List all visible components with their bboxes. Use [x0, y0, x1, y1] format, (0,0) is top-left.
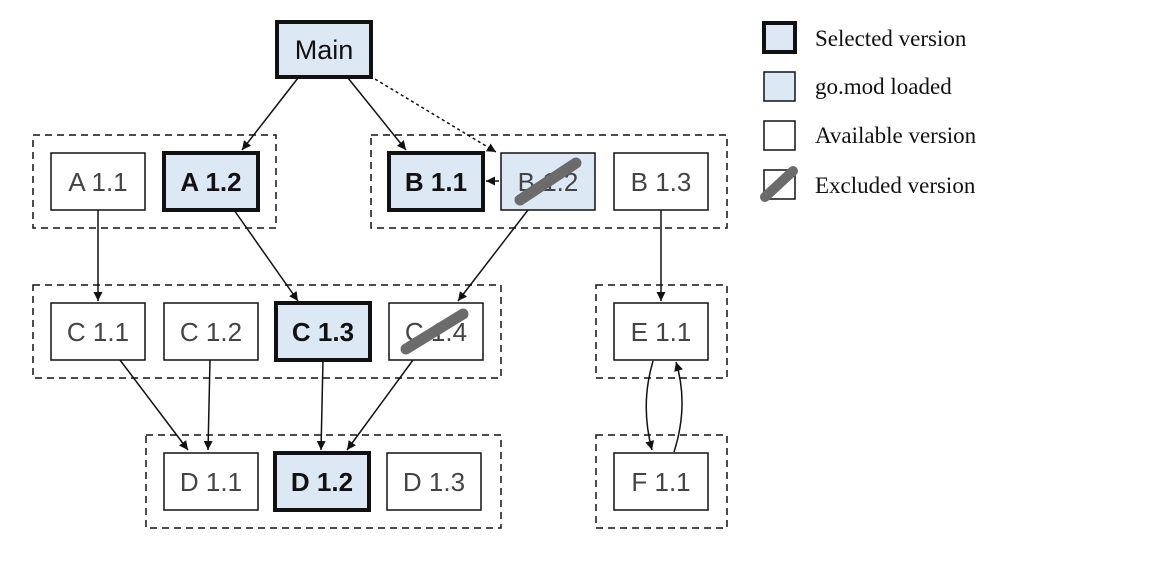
- node-e11: E 1.1: [613, 302, 709, 361]
- node-d13-label: D 1.3: [403, 467, 465, 497]
- node-c12-label: C 1.2: [180, 317, 242, 347]
- legend-available-label: Available version: [815, 123, 977, 148]
- node-d11: D 1.1: [163, 452, 259, 511]
- legend-available: Available version: [763, 120, 977, 151]
- node-a12: A 1.2: [162, 151, 260, 212]
- edge-a12-c13: [233, 209, 299, 302]
- node-a12-label: A 1.2: [180, 167, 241, 197]
- group-a: [32, 134, 277, 229]
- legend-excluded: Excluded version: [760, 166, 976, 202]
- node-c13-label: C 1.3: [292, 317, 354, 347]
- edge-f11-e11: [673, 361, 683, 453]
- node-d12-label: D 1.2: [291, 467, 353, 497]
- node-e11-label: E 1.1: [631, 317, 692, 347]
- node-b11: B 1.1: [387, 151, 485, 212]
- legend-loaded-label: go.mod loaded: [815, 74, 952, 99]
- node-main: Main: [275, 20, 373, 79]
- node-d12: D 1.2: [273, 451, 371, 512]
- node-a11-label: A 1.1: [68, 167, 127, 197]
- excluded-strike-b12: [514, 157, 582, 206]
- legend-selected: Selected version: [762, 21, 967, 54]
- legend-excluded-label: Excluded version: [815, 173, 976, 198]
- edge-main-a12: [241, 77, 299, 151]
- edge-e11-f11: [645, 360, 655, 451]
- edge-c13-d12: [316, 359, 326, 451]
- node-c11-label: C 1.1: [67, 317, 129, 347]
- legend: Selected version go.mod loaded Available…: [760, 21, 977, 202]
- group-f: [595, 434, 728, 529]
- node-main-label: Main: [295, 35, 354, 65]
- legend-loaded-swatch: [763, 71, 796, 102]
- edge-c14-d12: [346, 359, 414, 451]
- node-d13: D 1.3: [386, 452, 482, 511]
- group-d: [145, 434, 502, 529]
- node-a11: A 1.1: [50, 152, 146, 211]
- node-b12: B 1.2: [500, 152, 596, 211]
- edge-main-b11: [347, 77, 407, 151]
- edge-c12-d11: [203, 359, 213, 451]
- group-c: [32, 284, 502, 379]
- node-c13: C 1.3: [274, 301, 372, 362]
- legend-selected-swatch: [762, 21, 797, 54]
- legend-excluded-strike: [760, 166, 798, 202]
- node-b11-label: B 1.1: [405, 167, 467, 197]
- edge-c11-d11: [119, 359, 189, 451]
- legend-loaded: go.mod loaded: [763, 71, 952, 102]
- excluded-strike-c14: [400, 308, 469, 355]
- node-c11: C 1.1: [50, 302, 146, 361]
- node-f11: F 1.1: [613, 452, 709, 511]
- group-b: [370, 134, 728, 229]
- node-d11-label: D 1.1: [180, 467, 242, 497]
- edge-main-b12-dotted: [369, 75, 497, 153]
- node-b13: B 1.3: [613, 152, 709, 211]
- legend-selected-label: Selected version: [815, 26, 967, 51]
- node-c12: C 1.2: [163, 302, 259, 361]
- node-b13-label: B 1.3: [631, 167, 692, 197]
- node-c14: C 1.4: [388, 302, 484, 361]
- legend-available-swatch: [763, 120, 796, 151]
- node-f11-label: F 1.1: [631, 467, 690, 497]
- edge-b12-c14: [457, 209, 529, 302]
